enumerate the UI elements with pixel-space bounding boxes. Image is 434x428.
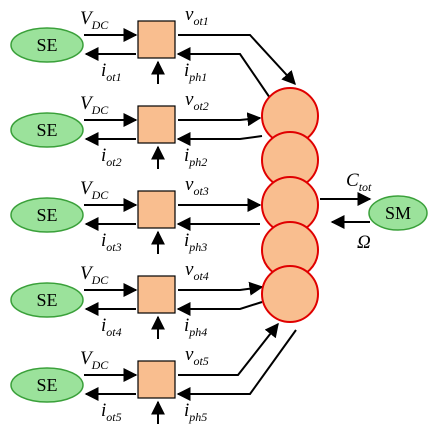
- se-label: SE: [36, 375, 57, 395]
- vdc-label: VDC: [80, 93, 109, 117]
- iph-label: iph1: [184, 60, 207, 84]
- se-node: [10, 112, 84, 148]
- motor-section: SM Ctot Ω: [320, 170, 428, 253]
- iph2-wire: [176, 132, 263, 146]
- se-label: SE: [36, 205, 57, 225]
- converter-block: [137, 275, 176, 314]
- iph4-wire: [176, 301, 263, 316]
- vot-label: vot4: [185, 259, 209, 283]
- iph1-wire: [176, 47, 271, 99]
- converter-block: [137, 360, 176, 399]
- se-label: SE: [36, 35, 57, 55]
- module-row-5: SE VDC iot5 vot5 iph5: [10, 344, 209, 424]
- vot-label: vot2: [185, 89, 209, 113]
- se-label: SE: [36, 290, 57, 310]
- vdc-label: VDC: [80, 8, 109, 32]
- iot-label: iot3: [101, 230, 122, 254]
- vot-label: vot5: [185, 344, 209, 368]
- sm-node: [368, 195, 428, 231]
- se-node: [10, 197, 84, 233]
- vdc-label: VDC: [80, 178, 109, 202]
- iot-label: iot5: [101, 400, 122, 424]
- omega-label: Ω: [357, 232, 371, 253]
- se-node: [10, 27, 84, 63]
- vot-label: vot3: [185, 174, 209, 198]
- iph-label: iph5: [184, 400, 207, 424]
- iph-label: iph2: [184, 145, 207, 169]
- vot2-wire: [178, 112, 262, 127]
- vot1-wire: [178, 34, 296, 86]
- vdc-label: VDC: [80, 263, 109, 287]
- iph-label: iph4: [184, 315, 207, 339]
- iot-label: iot1: [101, 60, 122, 84]
- se-label: SE: [36, 120, 57, 140]
- vot-label: vot1: [185, 4, 209, 28]
- iot-label: iot2: [101, 145, 122, 169]
- module-row-4: SE VDC iot4 vot4 iph4: [10, 259, 209, 339]
- iph5-wire: [176, 329, 297, 401]
- converter-block: [137, 20, 176, 59]
- vot5-wire: [178, 322, 279, 376]
- vdc-label: VDC: [80, 348, 109, 372]
- module-row-2: SE VDC iot2 vot2 iph2: [10, 89, 209, 169]
- converter-block: [137, 190, 176, 229]
- phase-winding-stack: [261, 87, 319, 323]
- se-node: [10, 282, 84, 318]
- vot4-wire: [178, 281, 264, 296]
- iot-label: iot4: [101, 315, 122, 339]
- se-node: [10, 367, 84, 403]
- sm-label: SM: [385, 203, 411, 223]
- ctot-label: Ctot: [346, 170, 372, 194]
- converter-block: [137, 105, 176, 144]
- iph-label: iph3: [184, 230, 207, 254]
- phase-winding-5: [261, 265, 319, 323]
- module-row-1: SE VDC iot1 vot1 iph1: [10, 4, 209, 84]
- phase-wires: [176, 34, 297, 401]
- module-row-3: SE VDC iot3 vot3 iph3: [10, 174, 209, 254]
